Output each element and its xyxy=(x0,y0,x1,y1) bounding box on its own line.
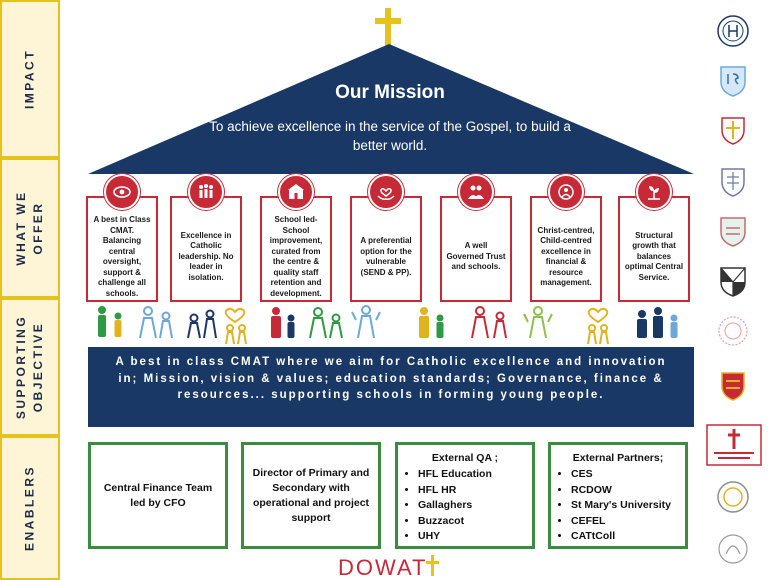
list-item: HFL Education xyxy=(418,467,532,483)
offer-text-6: Christ-centred, Child-centred excellence… xyxy=(537,225,595,288)
list-item: CES xyxy=(571,467,685,483)
school-crest-11-icon xyxy=(718,534,748,564)
offer-text-4: A preferential option for the vulnerable… xyxy=(360,236,412,277)
family-figure-10 xyxy=(637,307,678,338)
heart-figure-1 xyxy=(224,307,247,345)
enabler-card-central-finance: Central Finance Team led by CFO xyxy=(88,442,228,549)
list-item: Gallaghers xyxy=(418,498,532,514)
list-item: CEFEL xyxy=(571,514,685,530)
list-item: CATtColl xyxy=(571,529,685,545)
enabler-external-qa-list: HFL Education HFL HR Gallaghers Buzzacot… xyxy=(398,467,532,545)
roof-triangle xyxy=(88,44,694,174)
offer-text-5: A well Governed Trust and schools. xyxy=(446,241,506,272)
child-centred-icon xyxy=(548,174,584,210)
offer-card-6: Christ-centred, Child-centred excellence… xyxy=(530,196,602,302)
enabler-external-partners-list: CES RCDOW St Mary's University CEFEL CAT… xyxy=(551,467,685,545)
family-figure-4 xyxy=(271,307,295,338)
heart-figure-2 xyxy=(587,307,609,345)
school-crest-4-icon xyxy=(721,168,745,197)
family-figure-1 xyxy=(98,306,122,337)
enabler-card-external-partners: External Partners; CES RCDOW St Mary's U… xyxy=(548,442,688,549)
school-building-icon xyxy=(278,174,314,210)
list-item: Buzzacot xyxy=(418,514,532,530)
dowat-logo-text: DOWAT xyxy=(338,555,427,580)
list-item: St Mary's University xyxy=(571,498,685,514)
caring-hands-icon xyxy=(368,174,404,210)
dowat-logo: DOWAT xyxy=(338,555,439,580)
school-crest-10-icon xyxy=(717,481,749,513)
growth-plant-icon xyxy=(636,174,672,210)
family-figure-7 xyxy=(419,307,444,338)
list-item: RCDOW xyxy=(571,483,685,499)
family-figure-8 xyxy=(471,306,507,339)
offer-card-1: A best in Class CMAT. Balancing central … xyxy=(86,196,158,302)
supporting-objective-text: A best in class CMAT where we aim for Ca… xyxy=(115,356,667,401)
people-illustration xyxy=(98,305,678,345)
family-figure-2 xyxy=(139,306,173,339)
offer-card-3: School led- School improvement, curated … xyxy=(260,196,332,302)
offer-text-2: Excellence in Catholic leadership. No le… xyxy=(178,230,234,282)
school-crest-9-icon xyxy=(706,424,762,466)
school-crest-3-icon xyxy=(721,117,745,145)
enabler-central-finance-text: Central Finance Team led by CFO xyxy=(103,481,213,509)
section-sidebar: IMPACT WHAT WE OFFER SUPPORTING OBJECTIV… xyxy=(0,0,62,580)
offer-text-7: Structural growth that balances optimal … xyxy=(624,230,684,282)
eye-icon xyxy=(104,174,140,210)
mission-text: To achieve excellence in the service of … xyxy=(209,119,571,153)
list-item: UHY xyxy=(418,529,532,545)
school-crest-7-icon xyxy=(718,316,748,346)
supporting-objective-banner: A best in class CMAT where we aim for Ca… xyxy=(88,347,694,427)
family-figure-5 xyxy=(309,307,343,339)
enabler-external-qa-title: External QA ; xyxy=(431,452,499,464)
offer-card-7: Structural growth that balances optimal … xyxy=(618,196,690,302)
school-crest-2-icon xyxy=(720,66,746,97)
list-item: HFL HR xyxy=(418,483,532,499)
offer-card-4: A preferential option for the vulnerable… xyxy=(350,196,422,302)
logo-cross-icon xyxy=(426,555,439,576)
mission-title: Our Mission xyxy=(335,82,445,103)
people-group-icon xyxy=(188,174,224,210)
family-figure-9 xyxy=(523,306,553,339)
enabler-card-director: Director of Primary and Secondary with o… xyxy=(241,442,381,549)
school-crest-1-icon xyxy=(717,15,749,47)
school-crest-8-icon xyxy=(721,372,745,401)
sidebar-band-enablers: ENABLERS xyxy=(0,436,60,580)
sidebar-band-offer: WHAT WE OFFER xyxy=(0,158,60,298)
trust-members-icon xyxy=(458,174,494,210)
sidebar-band-impact: IMPACT xyxy=(0,0,60,158)
offer-card-2: Excellence in Catholic leadership. No le… xyxy=(170,196,242,302)
enabler-external-partners-title: External Partners; xyxy=(572,452,664,464)
offer-text-3: School led- School improvement, curated … xyxy=(269,215,323,298)
enabler-card-external-qa: External QA ; HFL Education HFL HR Galla… xyxy=(395,442,535,549)
family-figure-3 xyxy=(187,309,217,339)
enabler-director-text: Director of Primary and Secondary with o… xyxy=(252,466,370,524)
family-figure-6 xyxy=(351,305,381,339)
offer-card-5: A well Governed Trust and schools. xyxy=(440,196,512,302)
cross-icon xyxy=(375,8,401,50)
school-crest-6-icon xyxy=(720,267,746,297)
offer-text-1: A best in Class CMAT. Balancing central … xyxy=(93,215,151,298)
sidebar-band-supporting: SUPPORTING OBJECTIVE xyxy=(0,298,60,436)
school-crest-5-icon xyxy=(720,217,746,247)
